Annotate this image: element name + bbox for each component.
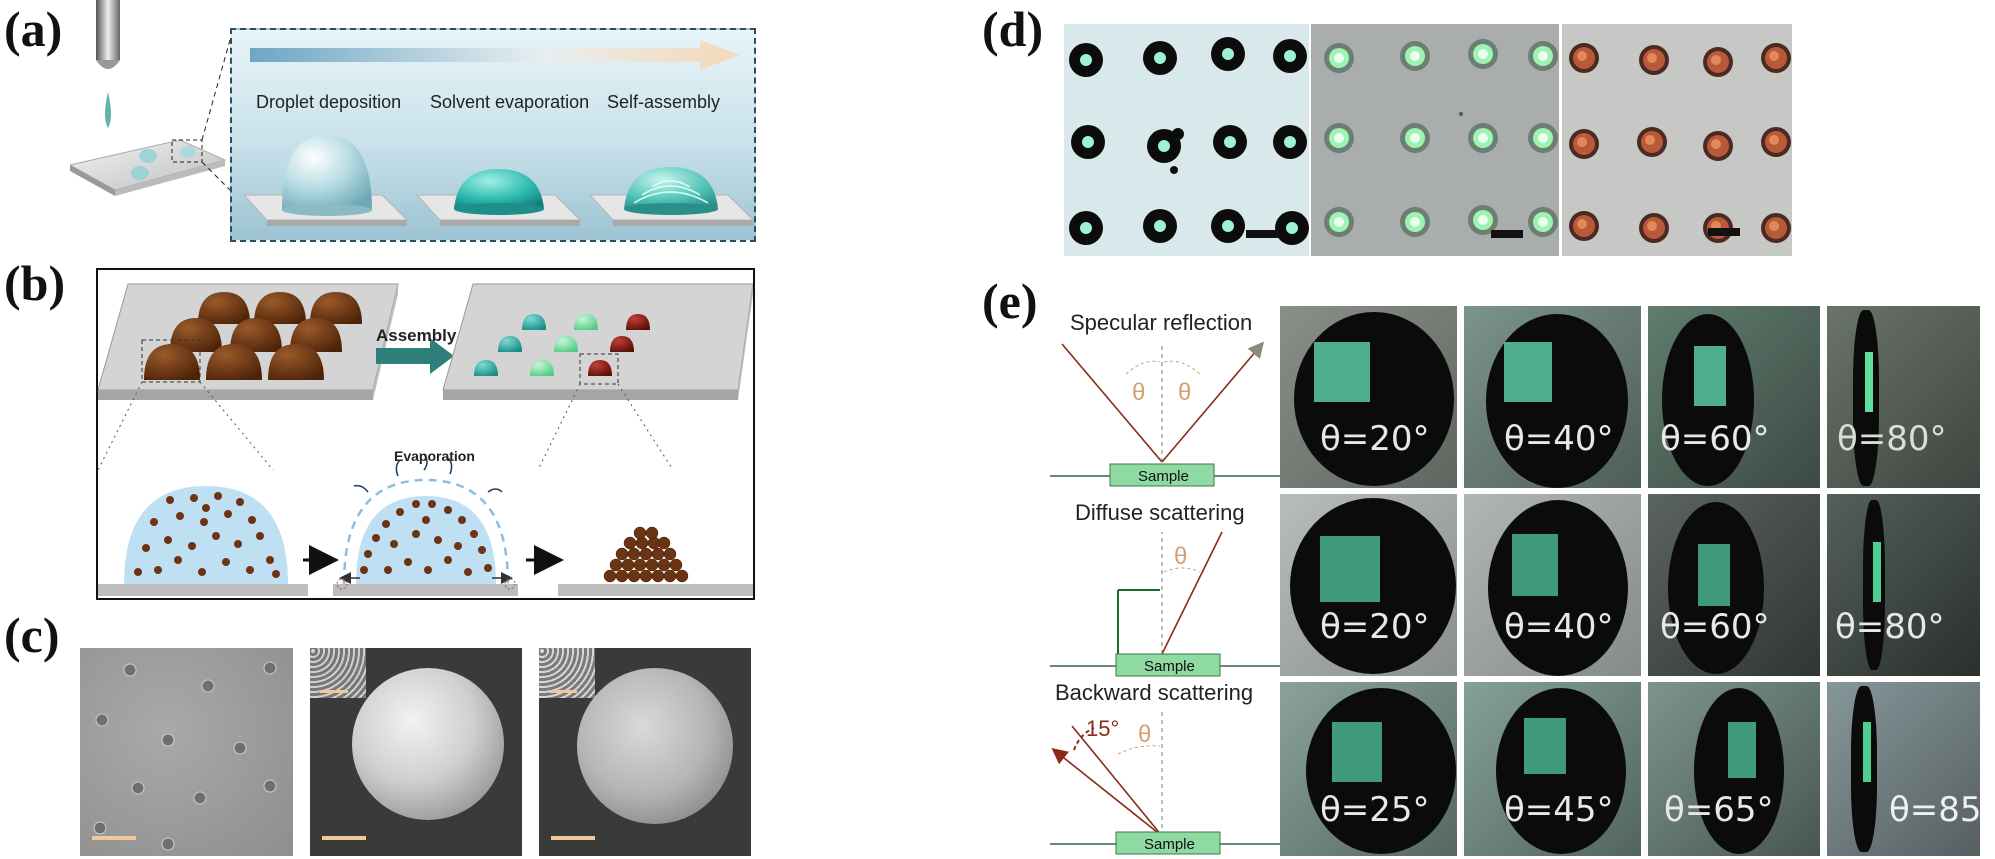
sample-label-1: Sample [1138, 468, 1189, 485]
scale-bar-1 [92, 836, 136, 840]
micrograph-teal-array [1064, 24, 1309, 256]
sample-label-3: Sample [1144, 836, 1195, 853]
panel-label-b: (b) [4, 255, 66, 311]
angle-label: θ=45° [1504, 789, 1614, 830]
step-label-self-assembly: Self-assembly [607, 92, 721, 112]
specular-diagram: θ θ Sample [1050, 341, 1282, 487]
assembled-dome [603, 526, 689, 583]
theta-symbol-2: θ [1178, 379, 1191, 406]
micrograph-scale-bar-1 [1246, 230, 1278, 238]
angle-label: θ=80° [1835, 606, 1945, 647]
sem-image-sphere-1 [310, 648, 522, 856]
angle-label: θ=80° [1837, 418, 1947, 459]
angle-label: θ=60° [1660, 418, 1770, 459]
step-label-evaporation: Solvent evaporation [430, 92, 590, 112]
photo-backward-4: θ=85° [1827, 682, 1980, 856]
inset-zoom-1 [310, 648, 366, 698]
droplet-stage-3 [624, 167, 718, 209]
process-arrow-icon [250, 40, 740, 70]
angle-label: θ=65° [1664, 789, 1774, 830]
photo-diffuse-4: θ=80° [1827, 494, 1980, 676]
sample-label-2: Sample [1144, 658, 1195, 675]
droplet-stage-2 [454, 169, 544, 209]
angle-label: θ=60° [1660, 606, 1770, 647]
dispersed-particles [134, 492, 280, 578]
panel-label-e: (e) [982, 273, 1038, 329]
photo-specular-4: θ=80° [1827, 306, 1980, 488]
scale-bar-3 [551, 836, 595, 840]
angle-label: θ=40° [1504, 418, 1614, 459]
sem-image-sphere-2 [539, 648, 751, 856]
micrograph-green-array [1311, 24, 1559, 256]
scale-bar-2 [322, 836, 366, 840]
micrograph-scale-bar-2 [1491, 230, 1523, 238]
angle-label: θ=85° [1889, 789, 1980, 830]
photo-backward-3: θ=65° [1648, 682, 1820, 856]
theta-symbol-1: θ [1132, 379, 1145, 406]
inset-zoom-2 [539, 648, 595, 698]
photo-specular-3: θ=60° [1648, 306, 1820, 488]
panel-a-overview-illustration [70, 0, 231, 196]
panel-label-d: (d) [982, 1, 1044, 57]
photo-diffuse-2: θ=40° [1464, 494, 1641, 676]
panel-label-a: (a) [4, 1, 63, 57]
micrograph-scale-bar-3 [1708, 228, 1740, 236]
step-label-deposition: Droplet deposition [256, 92, 402, 112]
panel-b-schematic [98, 283, 753, 596]
sem-image-array [80, 648, 293, 856]
panel-b-box: Assembly Evaporation [96, 268, 755, 600]
brown-domes [144, 292, 362, 380]
colored-domes [474, 314, 650, 376]
photo-backward-2: θ=45° [1464, 682, 1641, 856]
panel-a-process-box: Droplet deposition Solvent evaporation S… [230, 28, 756, 242]
nozzle-icon [96, 0, 120, 60]
evaporation-label: Evaporation [394, 448, 475, 464]
micrograph-red-array [1562, 24, 1792, 256]
panel-label-c: (c) [4, 607, 60, 663]
diffuse-diagram: θ Sample [1050, 531, 1282, 677]
theta-symbol-4: θ [1138, 721, 1151, 748]
photo-diffuse-1: θ=20° [1280, 494, 1457, 676]
droplet-stage-1 [282, 135, 372, 210]
backward-offset-angle: 15° [1086, 716, 1119, 741]
angle-label: θ=20° [1320, 418, 1430, 459]
photo-backward-1: θ=25° [1280, 682, 1457, 856]
angle-label: θ=25° [1320, 789, 1430, 830]
step-stages-illustration [242, 135, 754, 226]
specular-reflection-title: Specular reflection [1070, 310, 1253, 335]
zoom-box [171, 139, 203, 163]
angle-label: θ=20° [1320, 606, 1430, 647]
backward-diagram: 15° θ Sample [1050, 710, 1282, 855]
backward-scattering-title: Backward scattering [1055, 680, 1254, 705]
falling-droplet-icon [105, 92, 111, 128]
photo-specular-1: θ=20° [1280, 306, 1457, 488]
assembly-arrow-icon [376, 338, 454, 374]
assembly-label: Assembly [376, 326, 457, 345]
diffuse-scattering-title: Diffuse scattering [1075, 500, 1245, 525]
theta-symbol-3: θ [1174, 543, 1187, 570]
photo-specular-2: θ=40° [1464, 306, 1641, 488]
microsphere-1 [352, 668, 504, 820]
microsphere-2 [577, 668, 733, 824]
angle-label: θ=40° [1504, 606, 1614, 647]
photo-diffuse-3: θ=60° [1648, 494, 1820, 676]
droplet-with-particles [124, 486, 288, 584]
